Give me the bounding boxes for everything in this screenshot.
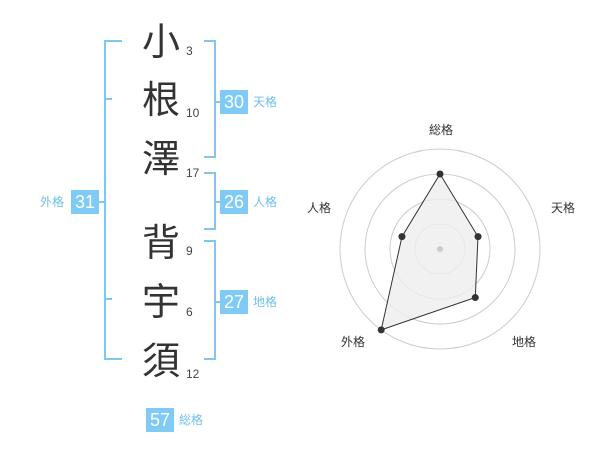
- radar-axis-label-5: 人格: [307, 200, 331, 215]
- name-char-4: 背: [141, 221, 180, 265]
- tenkaku-connector: [214, 101, 222, 103]
- jinkaku-value: 26: [220, 190, 248, 214]
- chikaku-bracket-top: [204, 240, 216, 242]
- stroke-count-1: 3: [186, 44, 193, 58]
- gaikaku-bracket-tick-1: [104, 98, 112, 100]
- chikaku-bracket-bottom: [204, 358, 216, 360]
- jinkaku-connector: [214, 201, 222, 203]
- stroke-count-6: 12: [186, 367, 200, 381]
- stroke-count-2: 10: [186, 106, 200, 120]
- stroke-count-5: 6: [186, 305, 193, 319]
- gaikaku-bracket-tick-2: [104, 298, 112, 300]
- chikaku-connector: [214, 301, 222, 303]
- stroke-count-3: 17: [186, 166, 200, 180]
- tenkaku-bracket: [214, 40, 216, 158]
- gaikaku-bracket: [104, 40, 106, 360]
- radar-points: [377, 170, 482, 334]
- name-char-2: 根: [141, 78, 180, 122]
- gaikaku-bracket-top: [104, 40, 122, 42]
- radar-point-4: [377, 326, 385, 334]
- tenkaku-label: 天格: [253, 95, 278, 109]
- gaikaku-value: 31: [71, 190, 99, 214]
- tenkaku-value: 30: [220, 90, 248, 114]
- name-char-1: 小: [141, 20, 180, 64]
- gaikaku-label: 外格: [40, 195, 65, 209]
- radar-point-5: [398, 233, 406, 241]
- radar-ring-4: [339, 148, 541, 350]
- chikaku-label: 地格: [253, 295, 278, 309]
- name-char-5: 宇: [141, 280, 180, 324]
- soukaku-value: 57: [146, 408, 174, 432]
- name-char-6: 須: [141, 339, 180, 383]
- stroke-count-4: 9: [186, 244, 193, 258]
- radar-center-dot: [437, 246, 443, 252]
- soukaku-label: 総格: [179, 413, 204, 427]
- radar-axis-label-1: 総格: [429, 122, 453, 137]
- chikaku-value: 27: [220, 290, 248, 314]
- radar-point-1: [436, 170, 444, 178]
- jinkaku-bracket-top: [204, 172, 216, 174]
- chikaku-bracket: [214, 240, 216, 360]
- gaikaku-bracket-bottom: [104, 358, 122, 360]
- radar-point-2: [474, 233, 482, 241]
- tenkaku-bracket-top: [204, 40, 216, 42]
- radar-polygon: [380, 173, 479, 331]
- jinkaku-label: 人格: [253, 195, 278, 209]
- radar-axis-label-3: 地格: [512, 334, 536, 349]
- tenkaku-bracket-bottom: [204, 156, 216, 158]
- radar-point-3: [471, 294, 479, 302]
- radar-axis-label-2: 天格: [551, 200, 575, 215]
- gaikaku-connector: [96, 201, 104, 203]
- jinkaku-bracket-bottom: [204, 228, 216, 230]
- name-char-3: 澤: [141, 137, 180, 181]
- radar-axis-label-4: 外格: [341, 334, 365, 349]
